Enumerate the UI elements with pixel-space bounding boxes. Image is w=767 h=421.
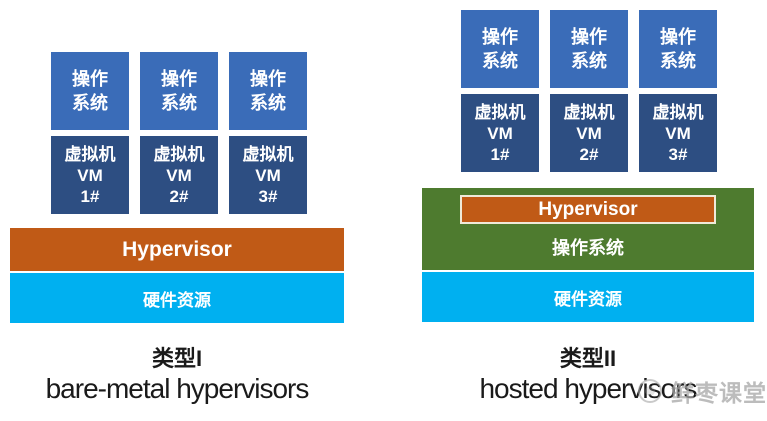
os-box-label: 操作 (482, 27, 518, 47)
os-box-label: 系统 (161, 93, 197, 113)
type1-hardware-bar: 硬件资源 (10, 273, 344, 323)
os-box-label: 系统 (660, 51, 696, 71)
type1-os-box-1: 操作 系统 (51, 52, 129, 130)
os-box-label: 操作 (660, 27, 696, 47)
hypervisor-label: Hypervisor (122, 237, 232, 261)
vm-box-label: 1# (80, 186, 100, 206)
type1-hypervisor-bar: Hypervisor (10, 228, 344, 271)
vm-box-label: 3# (258, 186, 278, 206)
type2-vm-box-3: 虚拟机 VM 3# (639, 94, 717, 172)
type2-os-box-1: 操作 系统 (461, 10, 539, 88)
hypervisor-label: Hypervisor (538, 198, 638, 220)
vm-box-label: VM (77, 165, 103, 185)
type2-stack: 操作 系统 操作 系统 操作 系统 虚拟机 VM 1# 虚拟机 VM 2# 虚拟… (422, 0, 754, 421)
watermark-text: 鲜枣课堂 (671, 380, 767, 406)
type2-vm-box-2: 虚拟机 VM 2# (550, 94, 628, 172)
vm-box-label: 虚拟机 (652, 102, 704, 122)
type2-hypervisor-box: Hypervisor (460, 195, 716, 224)
type1-os-box-3: 操作 系统 (229, 52, 307, 130)
type2-host-os-bar: Hypervisor 操作系统 (422, 188, 754, 270)
vm-box-label: 2# (579, 144, 599, 164)
os-box-label: 系统 (72, 93, 108, 113)
hardware-label: 硬件资源 (143, 290, 211, 310)
type1-stack: 操作 系统 操作 系统 操作 系统 虚拟机 VM 1# 虚拟机 VM 2# 虚拟… (10, 0, 344, 421)
os-box-label: 系统 (250, 93, 286, 113)
vm-box-label: VM (255, 165, 281, 185)
vm-box-label: VM (166, 165, 192, 185)
os-box-label: 系统 (482, 51, 518, 71)
type2-os-box-3: 操作 系统 (639, 10, 717, 88)
type1-vm-box-2: 虚拟机 VM 2# (140, 136, 218, 214)
type2-os-box-2: 操作 系统 (550, 10, 628, 88)
vm-box-label: 虚拟机 (64, 144, 116, 164)
type1-caption: 类型I bare-metal hypervisors (10, 346, 344, 406)
vm-box-label: VM (487, 123, 513, 143)
os-box-label: 系统 (571, 51, 607, 71)
caption-title: 类型II (559, 346, 617, 371)
watermark: 鲜枣课堂 (638, 374, 767, 408)
type2-hardware-bar: 硬件资源 (422, 272, 754, 322)
type1-os-box-2: 操作 系统 (140, 52, 218, 130)
os-box-label: 操作 (571, 27, 607, 47)
vm-box-label: VM (576, 123, 602, 143)
os-box-label: 操作 (250, 69, 286, 89)
vm-box-label: 1# (490, 144, 510, 164)
caption-title: 类型I (151, 346, 203, 371)
vm-box-label: 虚拟机 (153, 144, 205, 164)
type1-vm-box-1: 虚拟机 VM 1# (51, 136, 129, 214)
host-os-label: 操作系统 (552, 238, 624, 258)
vm-box-label: 虚拟机 (563, 102, 615, 122)
vm-box-label: 虚拟机 (474, 102, 526, 122)
vm-box-label: 2# (169, 186, 189, 206)
type1-vm-box-3: 虚拟机 VM 3# (229, 136, 307, 214)
vm-box-label: 虚拟机 (242, 144, 294, 164)
os-box-label: 操作 (72, 69, 108, 89)
caption-subtitle: bare-metal hypervisors (45, 373, 310, 404)
vm-box-label: VM (665, 123, 691, 143)
os-box-label: 操作 (161, 69, 197, 89)
hardware-label: 硬件资源 (554, 289, 622, 309)
watermark-logo-icon (638, 379, 662, 403)
type2-vm-box-1: 虚拟机 VM 1# (461, 94, 539, 172)
vm-box-label: 3# (668, 144, 688, 164)
